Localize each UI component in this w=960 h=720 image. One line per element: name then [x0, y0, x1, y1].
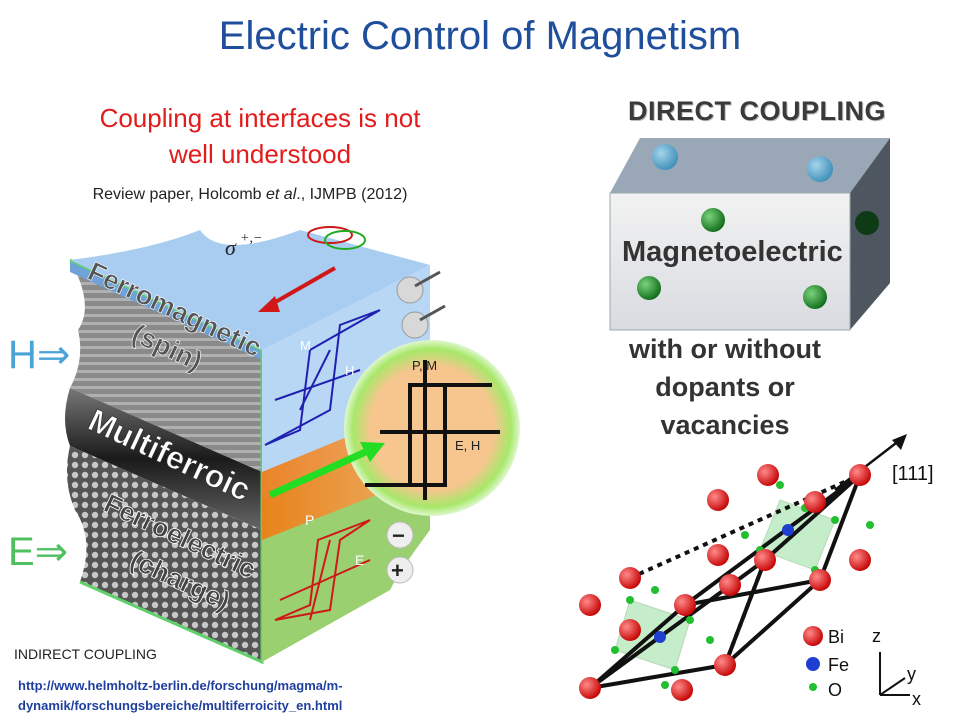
dopants-line-3: vacancies — [660, 410, 790, 440]
dopant-atom — [637, 276, 661, 300]
spin-layer-top — [70, 260, 262, 360]
magnetoelectric-label: Magnetoelectric — [622, 236, 843, 268]
electric-hysteresis-loop — [274, 519, 371, 621]
green-arrow-head — [360, 442, 385, 462]
box-top — [610, 138, 890, 193]
direction-arrow — [834, 439, 901, 491]
charge-layer — [66, 446, 262, 662]
sigma-label: σ — [225, 235, 237, 260]
axis-x: x — [912, 689, 921, 709]
legend-fe: Fe — [828, 655, 849, 675]
circle-pm-label: P, M — [412, 358, 437, 373]
dopants-line-2: dopants or — [655, 372, 795, 402]
review-citation: Review paper, Holcomb et al., IJMPB (201… — [60, 186, 440, 204]
iron-atom — [782, 524, 794, 536]
bfo-crystal-structure: [111] Bi Fe O z y x — [579, 434, 934, 709]
legend-bi: Bi — [828, 627, 844, 647]
axis-z: z — [872, 626, 881, 646]
indirect-coupling-figure: M H P E P, M E, H σ +,− − + H⇒ E⇒ Ferrom… — [8, 226, 520, 665]
multiferroic-band — [65, 388, 262, 530]
loop-p-label: P — [305, 512, 314, 528]
light-arrow-head — [258, 296, 280, 312]
source-link-line-1[interactable]: http://www.helmholtz-berlin.de/forschung… — [18, 678, 343, 693]
slide-title: Electric Control of Magnetism — [218, 14, 742, 58]
legend-o: O — [828, 680, 842, 700]
loop-e-label: E — [355, 552, 364, 568]
source-link-line-2[interactable]: dynamik/forschungsbereiche/multiferroici… — [18, 698, 343, 713]
loop-m-label: M — [300, 338, 311, 353]
legend-o-icon — [809, 683, 817, 691]
spin-icons — [396, 270, 446, 339]
polarization-red — [307, 226, 353, 244]
zoomed-hysteresis-loop — [365, 360, 500, 500]
loop-h-label: H — [345, 363, 354, 378]
review-etal: et al — [266, 186, 297, 203]
dopants-line-1: with or without — [629, 334, 821, 364]
direction-label: [111] — [892, 463, 934, 485]
iron-atom — [654, 631, 666, 643]
magnetic-hysteresis-loop — [264, 309, 381, 446]
dopant-atom — [701, 208, 725, 232]
magnetoelectric-box — [609, 138, 890, 331]
review-prefix: Review paper, Holcomb — [92, 186, 266, 203]
review-suffix: ., IJMPB (2012) — [296, 186, 408, 203]
top-face — [70, 230, 430, 350]
direction-arrow-head — [892, 434, 907, 450]
legend-bi-icon — [803, 626, 823, 646]
indirect-coupling-label: INDIRECT COUPLING — [14, 646, 157, 662]
circle-eh-label: E, H — [455, 438, 480, 453]
dopant-atom — [803, 285, 827, 309]
magnetic-face — [262, 265, 430, 500]
e-field-label: E⇒ — [8, 530, 68, 574]
legend-fe-icon — [806, 657, 820, 671]
subtitle-line-2: well understood — [168, 139, 352, 169]
plus-sign: + — [391, 558, 404, 583]
source-link[interactable]: http://www.helmholtz-berlin.de/forschung… — [18, 676, 343, 716]
sigma-superscript: +,− — [240, 231, 262, 246]
subtitle: Coupling at interfaces is not well under… — [60, 100, 460, 172]
plus-icon — [386, 556, 414, 584]
minus-icon — [386, 521, 414, 549]
subtitle-line-1: Coupling at interfaces is not — [99, 103, 421, 133]
unit-cell-hidden-edges — [629, 473, 861, 666]
dopant-atom — [855, 211, 879, 235]
top-atom — [807, 156, 833, 182]
h-field-label: H⇒ — [8, 333, 70, 377]
axes-icon — [879, 652, 910, 696]
green-arrow — [268, 446, 372, 499]
polarization-green — [324, 230, 366, 250]
axis-y: y — [907, 664, 916, 684]
top-atom — [652, 144, 678, 170]
dopants-note: with or without dopants or vacancies — [600, 330, 850, 444]
direct-coupling-title: DIRECT COUPLING — [628, 96, 887, 126]
spin-layer — [70, 260, 262, 472]
bismuth-atoms — [579, 464, 871, 701]
minus-sign: − — [392, 523, 405, 548]
